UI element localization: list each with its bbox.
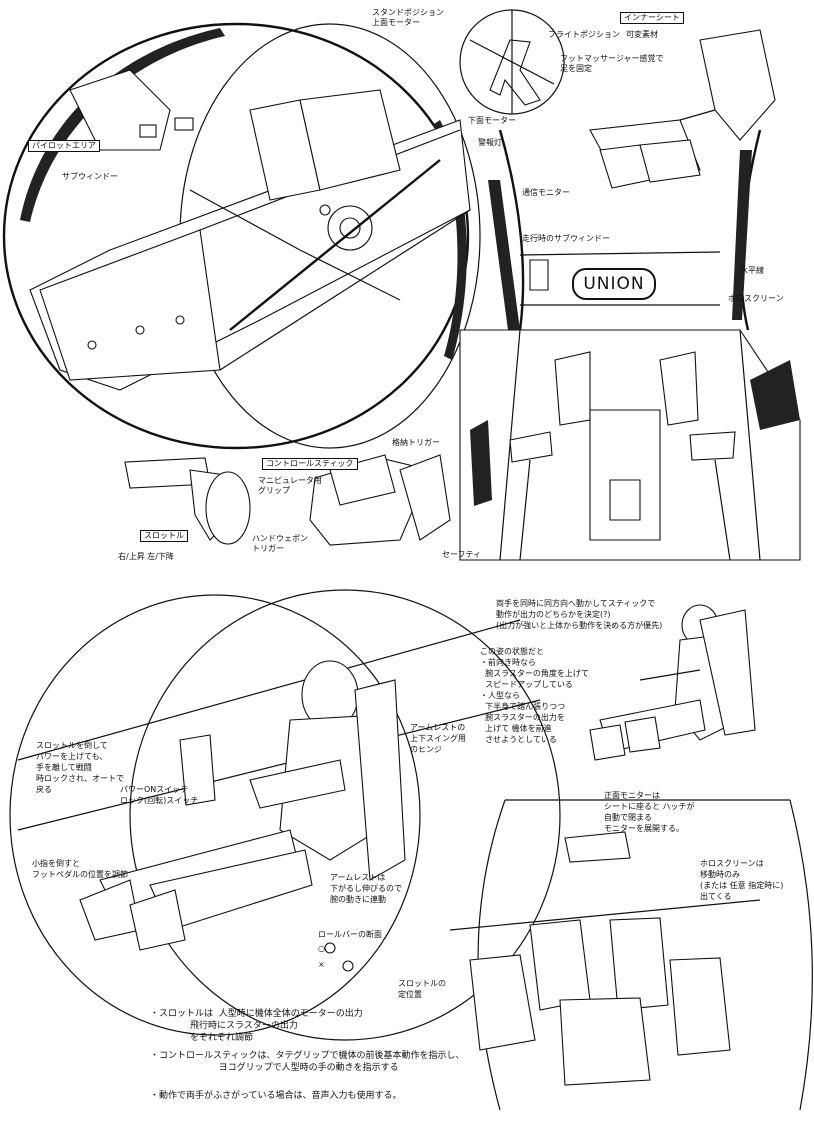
pilot-area-label: パイロットエリア bbox=[28, 140, 100, 152]
power-switch-label: パワーONスイッチ ロック(回転)スイッチ bbox=[120, 785, 199, 805]
control-stick-sketch bbox=[124, 454, 451, 546]
trigger-label: 格納トリガー bbox=[392, 438, 440, 447]
seated-figure-sketch bbox=[589, 604, 756, 761]
roll-bar-mark-x: × bbox=[318, 960, 325, 969]
cockpit-interior-bottom bbox=[324, 799, 813, 1111]
front-monitor-note: 正面モニターは シートに座ると ハッチが 自動で閉まる モニターを展開する。 bbox=[604, 791, 695, 833]
flight-position-label: フライトポジション bbox=[548, 30, 620, 39]
position-diagram bbox=[459, 9, 565, 115]
stand-position-label: スタンドポジション 上面モーター bbox=[372, 8, 444, 27]
bottom-note-control-stick: ・コントロールスティックは、タテグリップで機体の前後基本動作を指示し、 ヨコグリ… bbox=[150, 1051, 465, 1073]
union-logo: UNION bbox=[572, 268, 656, 300]
posture-note: この姿の状態だと ・前向き時なら 腕スラスターの角度を上げて スピードアップして… bbox=[480, 647, 589, 744]
alert-label: 警報灯 bbox=[478, 138, 502, 147]
manipulator-grip-label: マニピュレータ用 グリップ bbox=[258, 476, 322, 495]
roll-bar-mark-o: ○ bbox=[318, 944, 325, 953]
horizon-label: 水平線 bbox=[740, 266, 764, 275]
inner-seat-note: フットマッサージャー感覚で 足を固定 bbox=[560, 54, 664, 73]
holo-screen-label: ホロスクリーン bbox=[728, 294, 784, 303]
foot-pedal-note: 小指を倒すと フットペダルの位置を調節 bbox=[32, 859, 128, 879]
holo-window-note: ホロスクリーンは 移動時のみ (または 任意 指定時に) 出てくる bbox=[700, 859, 784, 901]
inner-seat-sketch bbox=[589, 29, 776, 189]
cockpit-sub-window-label: 走行時のサブウィンドー bbox=[522, 234, 610, 243]
roll-bar-label: ロールバーの断面 bbox=[318, 930, 382, 939]
cockpit-front-view bbox=[459, 129, 801, 561]
throttle-title: スロットル bbox=[140, 530, 188, 542]
lower-monitor-label: 下面モーター bbox=[468, 116, 516, 125]
sub-window-label: サブウィンドー bbox=[62, 172, 118, 181]
comm-monitor-label: 通信モニター bbox=[522, 188, 570, 197]
control-stick-title: コントロールスティック bbox=[262, 458, 358, 470]
dual-stick-note: 両手を同時に同方向へ動かしてスティックで 動作が出力のどちらかを決定(?) (出… bbox=[496, 599, 663, 630]
hand-weapon-trigger-label: ハンドウェポン トリガー bbox=[252, 534, 308, 553]
pilot-pod-side bbox=[9, 589, 561, 1041]
throttle-note: スロットルを倒して パワーを上げても、 手を離して戦闘 時ロックされ、オートで … bbox=[36, 741, 125, 794]
cockpit-pod-top bbox=[2, 22, 481, 450]
bottom-note-throttle: ・スロットルは 人型時に機体全体のモーターの出力 飛行時にスラスターの出力 をそ… bbox=[150, 1009, 363, 1043]
inner-seat-material: 可変素材 bbox=[626, 30, 658, 39]
armrest-note: アームレストは 下がるし伸びるので 腕の動きに連動 bbox=[330, 873, 402, 904]
throttle-direction-note: 右/上昇 左/下降 bbox=[118, 552, 174, 561]
bottom-note-voice: ・動作で両手がふさがっている場合は、音声入力も使用する。 bbox=[150, 1091, 402, 1101]
inner-seat-title: インナーシート bbox=[620, 12, 684, 24]
throttle-fixed-label: スロットルの 定位置 bbox=[398, 979, 446, 999]
safety-label: セーフティ bbox=[442, 550, 482, 559]
armrest-hinge-label: アームレストの 上下スイング用 のヒンジ bbox=[410, 723, 466, 754]
